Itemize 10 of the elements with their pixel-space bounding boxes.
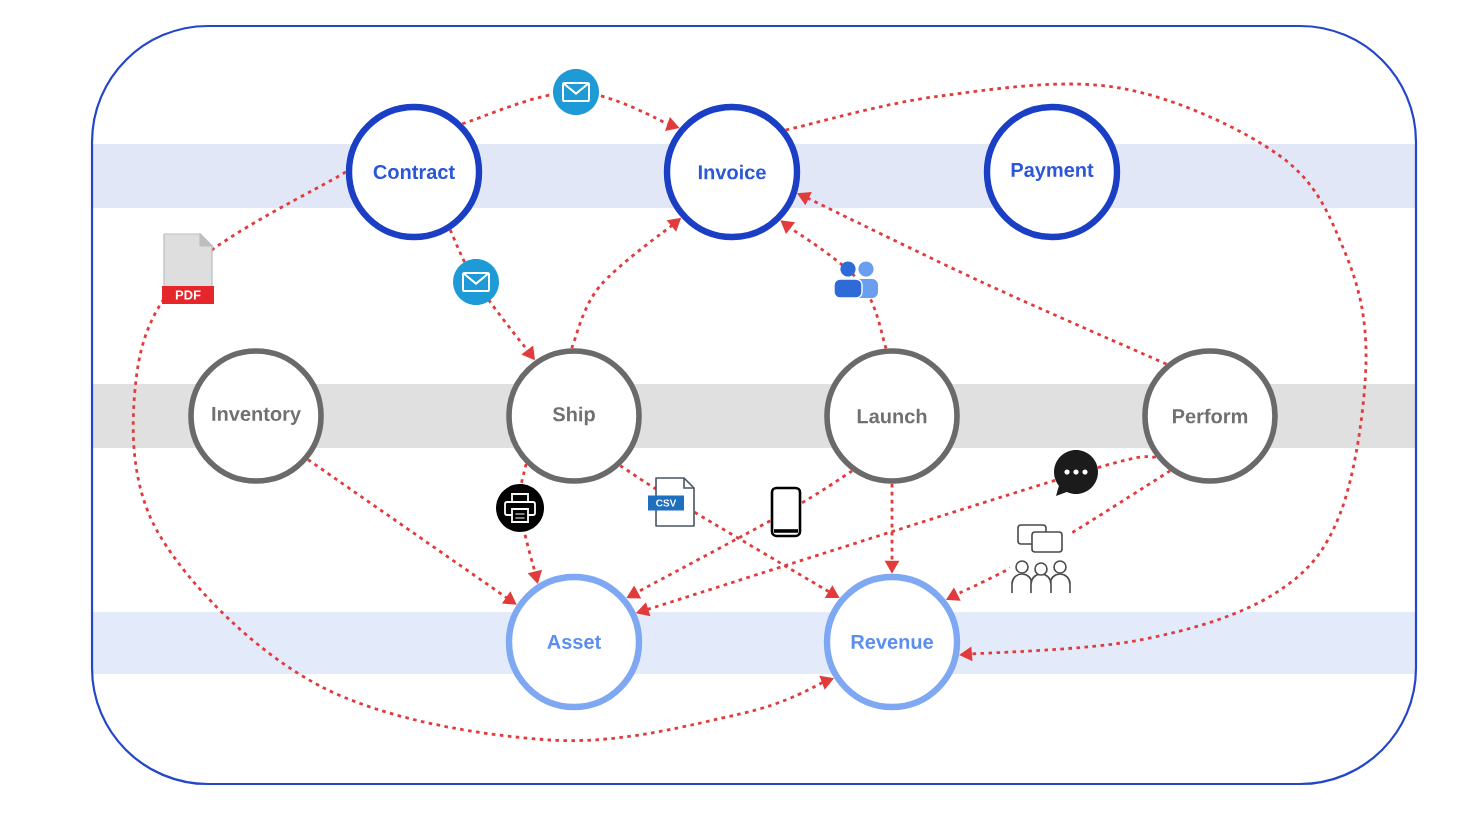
circle-node: Launch xyxy=(824,348,960,484)
circle-node: Inventory xyxy=(188,348,324,484)
circle-node: Asset xyxy=(505,573,643,711)
circle-node: Ship xyxy=(506,348,642,484)
arrow xyxy=(785,82,1368,662)
circle-node: Payment xyxy=(983,103,1121,241)
circle-node: Invoice xyxy=(663,103,801,241)
circle-node: Revenue xyxy=(823,573,961,711)
circle-node: Perform xyxy=(1142,348,1278,484)
circle-node: Contract xyxy=(345,103,483,241)
